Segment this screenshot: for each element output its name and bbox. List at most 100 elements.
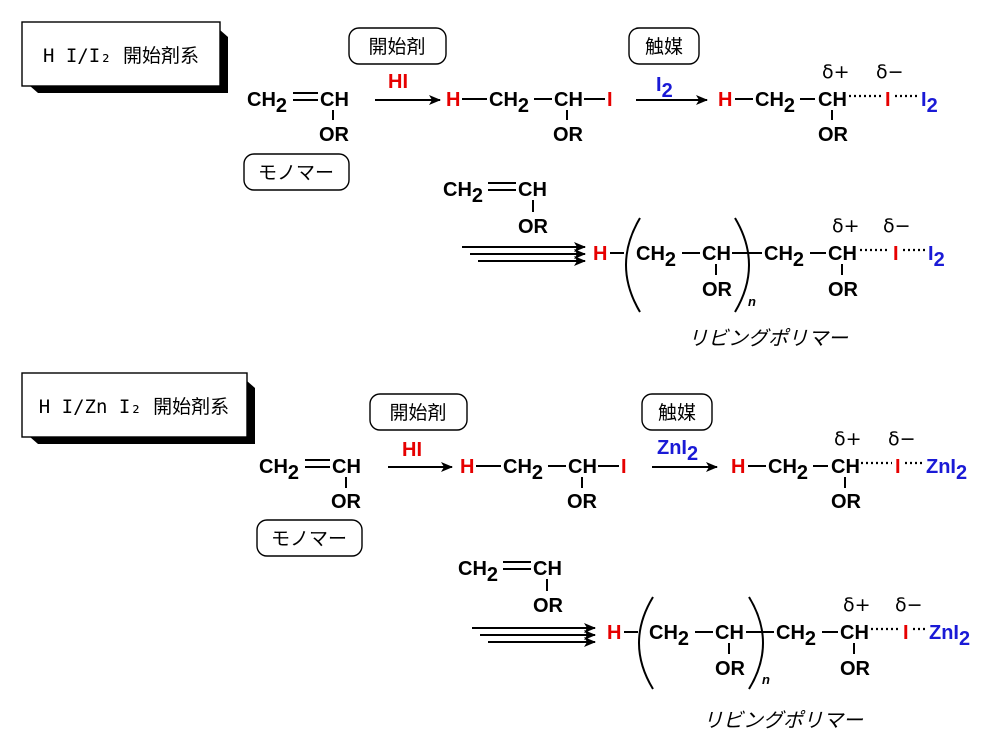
- svg-text:CH: CH: [828, 243, 857, 265]
- svg-text:OR: OR: [319, 124, 350, 146]
- propagation-monomer: CH2 CH OR: [443, 179, 549, 238]
- svg-text:CH2: CH2: [649, 622, 689, 650]
- svg-text:H: H: [460, 456, 474, 478]
- catalyst-label: 触媒: [645, 36, 683, 58]
- system-title: H I/I₂ 開始剤系: [43, 45, 199, 67]
- svg-text:OR: OR: [518, 216, 549, 238]
- repeat-n: n: [762, 672, 770, 687]
- svg-text:CH2: CH2: [764, 243, 804, 271]
- delta-plus: δ+: [822, 61, 850, 83]
- activated-species: H CH2 CH OR δ+ δ− I ZnI2: [731, 428, 967, 513]
- system-title-box: H I/Zn I₂ 開始剤系: [21, 372, 255, 444]
- svg-text:ZnI2: ZnI2: [926, 456, 967, 484]
- svg-text:CH2: CH2: [247, 89, 287, 117]
- propagation-arrows: [462, 242, 586, 266]
- living-polymer: H CH2 CH OR n CH2 CH OR δ+ δ− I ZnI2: [607, 594, 970, 690]
- repeat-n: n: [748, 294, 756, 309]
- system-title-box: H I/I₂ 開始剤系: [21, 21, 228, 93]
- system-title: H I/Zn I₂ 開始剤系: [39, 396, 229, 418]
- svg-text:CH2: CH2: [768, 456, 808, 484]
- svg-text:CH: CH: [702, 243, 731, 265]
- svg-text:ZnI2: ZnI2: [929, 622, 970, 650]
- svg-text:CH2: CH2: [636, 243, 676, 271]
- svg-text:δ+: δ+: [843, 594, 871, 616]
- svg-text:OR: OR: [840, 658, 871, 680]
- right-bracket: [748, 596, 764, 690]
- svg-text:CH: CH: [320, 89, 349, 111]
- svg-text:I: I: [903, 622, 909, 644]
- svg-text:CH2: CH2: [259, 456, 299, 484]
- svg-text:I2: I2: [928, 243, 945, 271]
- svg-text:CH: CH: [518, 179, 547, 201]
- initiator-label: 開始剤: [368, 36, 425, 58]
- delta-minus: δ−: [888, 428, 916, 450]
- delta-minus: δ−: [876, 61, 904, 83]
- right-bracket: [734, 217, 750, 313]
- svg-text:CH2: CH2: [755, 89, 795, 117]
- activated-species: H CH2 CH OR δ+ δ− I I2: [718, 61, 938, 146]
- svg-text:CH2: CH2: [443, 179, 483, 207]
- delta-plus: δ+: [834, 428, 862, 450]
- svg-text:CH: CH: [533, 558, 562, 580]
- svg-text:OR: OR: [553, 124, 584, 146]
- svg-text:H: H: [718, 89, 732, 111]
- svg-text:I2: I2: [921, 89, 938, 117]
- propagation-monomer: CH2 CH OR: [458, 558, 564, 617]
- svg-text:OR: OR: [567, 491, 598, 513]
- catalyst-label-box: [628, 27, 700, 65]
- initiator-label: 開始剤: [389, 402, 446, 424]
- living-polymer-caption: リビングポリマー: [688, 326, 849, 350]
- monomer-label-box: [256, 519, 363, 557]
- adduct: H CH2 CH OR I: [460, 456, 627, 513]
- monomer-label: モノマー: [271, 528, 347, 550]
- svg-text:I: I: [885, 89, 891, 111]
- svg-text:I: I: [893, 243, 899, 265]
- initiator-hi: HI: [402, 439, 422, 461]
- svg-text:CH: CH: [840, 622, 869, 644]
- left-bracket: [638, 596, 654, 690]
- svg-text:CH: CH: [831, 456, 860, 478]
- monomer: CH2 CH OR: [259, 456, 362, 513]
- initiator-hi: HI: [388, 71, 408, 93]
- catalyst-label: 触媒: [658, 402, 696, 424]
- svg-text:OR: OR: [702, 279, 733, 301]
- monomer-label-box: [243, 153, 350, 191]
- svg-text:OR: OR: [715, 658, 746, 680]
- svg-text:I: I: [607, 89, 613, 111]
- catalyst-label-box: [641, 393, 713, 431]
- propagation-arrows: [472, 623, 596, 647]
- monomer: CH2 CH OR: [247, 89, 350, 146]
- catalyst-formula: I2: [656, 74, 673, 102]
- living-polymer: H CH2 CH OR n CH2 CH OR δ+ δ− I I2: [593, 215, 945, 313]
- svg-text:δ+: δ+: [832, 215, 860, 237]
- svg-text:CH: CH: [554, 89, 583, 111]
- svg-text:OR: OR: [818, 124, 849, 146]
- svg-text:OR: OR: [831, 491, 862, 513]
- svg-text:H: H: [731, 456, 745, 478]
- living-polymer-caption: リビングポリマー: [703, 708, 864, 732]
- svg-text:H: H: [593, 243, 607, 265]
- initiator-label-box: [369, 393, 468, 431]
- adduct: H CH2 CH OR I: [446, 89, 613, 146]
- svg-text:δ−: δ−: [895, 594, 923, 616]
- svg-text:H: H: [607, 622, 621, 644]
- svg-text:CH: CH: [715, 622, 744, 644]
- monomer-label: モノマー: [258, 162, 334, 184]
- svg-text:I: I: [895, 456, 901, 478]
- svg-text:CH: CH: [818, 89, 847, 111]
- initiator-label-box: [348, 27, 447, 65]
- svg-text:I: I: [621, 456, 627, 478]
- svg-text:H: H: [446, 89, 460, 111]
- svg-text:CH2: CH2: [503, 456, 543, 484]
- system-hi-zni2: H I/Zn I₂ 開始剤系 開始剤 CH2 CH OR モノマー HI H C…: [21, 372, 970, 732]
- svg-text:CH2: CH2: [776, 622, 816, 650]
- svg-text:δ−: δ−: [883, 215, 911, 237]
- svg-text:OR: OR: [828, 279, 859, 301]
- svg-text:OR: OR: [331, 491, 362, 513]
- svg-text:CH2: CH2: [458, 558, 498, 586]
- svg-text:OR: OR: [533, 595, 564, 617]
- system-hi-i2: H I/I₂ 開始剤系 開始剤 CH2 CH OR モノマー HI H CH2 …: [21, 21, 945, 350]
- catalyst-formula: ZnI2: [657, 437, 698, 465]
- left-bracket: [625, 217, 641, 313]
